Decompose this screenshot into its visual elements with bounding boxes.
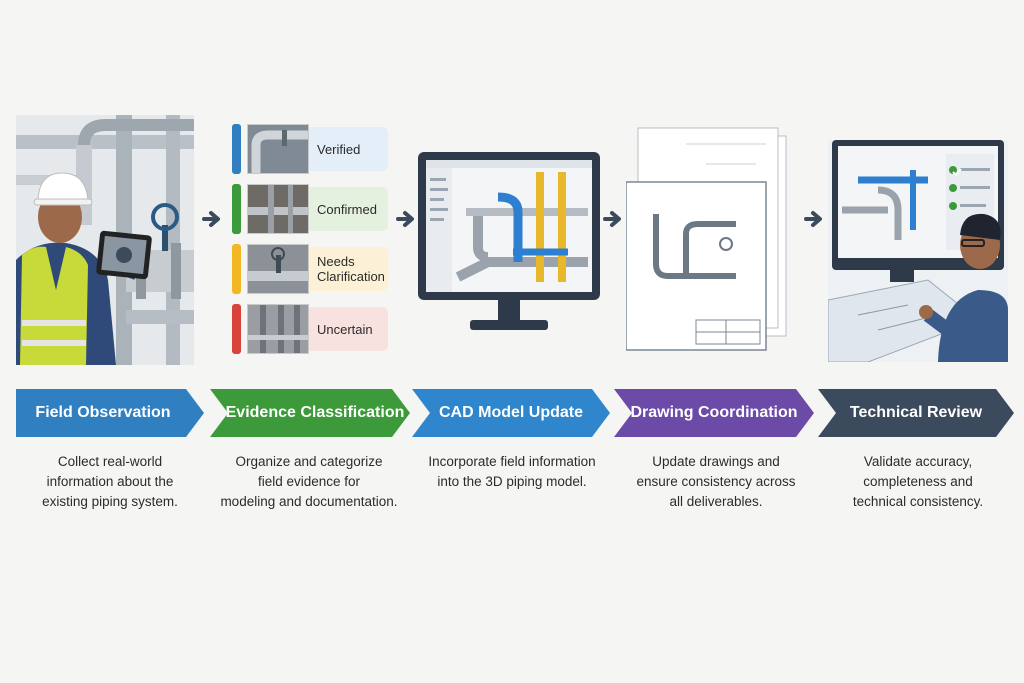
step-description: Incorporate field information into the 3…: [428, 454, 596, 489]
step-title: CAD Model Update: [439, 404, 583, 421]
evidence-label: Uncertain: [309, 307, 388, 351]
evidence-item-uncertain: Uncertain: [232, 304, 388, 354]
evidence-item-needs-clarification: Needs Clarification: [232, 244, 388, 294]
step-evidence-classification: Evidence Classification: [210, 389, 410, 437]
evidence-photo-thumbnail: [247, 304, 309, 354]
evidence-photo-thumbnail: [247, 184, 309, 234]
field-observation-illustration: [16, 115, 194, 365]
evidence-photo-thumbnail: [247, 124, 309, 174]
evidence-label: Verified: [309, 127, 388, 171]
evidence-item-verified: Verified: [232, 124, 388, 174]
step-description: Organize and categorize field evidence f…: [220, 454, 398, 509]
arrow-right-icon: [202, 211, 220, 227]
step-cad-model-update: CAD Model Update: [412, 389, 610, 437]
evidence-label: Needs Clarification: [309, 247, 388, 291]
step-title: Technical Review: [849, 404, 983, 421]
arrow-right-icon: [804, 211, 822, 227]
step-title: Evidence Classification: [225, 404, 405, 421]
status-bar: [232, 304, 241, 354]
evidence-item-confirmed: Confirmed: [232, 184, 388, 234]
arrow-right-icon: [603, 211, 621, 227]
status-bar: [232, 124, 241, 174]
step-title: Drawing Coordination: [630, 404, 798, 421]
status-bar: [232, 244, 241, 294]
step-drawing-coordination: Drawing Coordination: [614, 389, 814, 437]
check-icon: [952, 168, 962, 177]
drawing-sheets-illustration: [626, 124, 794, 356]
step-description: Collect real-world information about the…: [42, 454, 178, 509]
evidence-photo-thumbnail: [247, 244, 309, 294]
step-title: Field Observation: [35, 404, 171, 421]
step-description: Validate accuracy, completeness and tech…: [852, 454, 984, 509]
step-description: Update drawings and ensure consistency a…: [636, 454, 796, 509]
evidence-label: Confirmed: [309, 187, 388, 231]
step-technical-review: Technical Review: [818, 389, 1014, 437]
status-bar: [232, 184, 241, 234]
technical-review-illustration: [828, 140, 1008, 362]
arrow-right-icon: [396, 211, 414, 227]
step-field-observation: Field Observation: [16, 389, 204, 437]
cad-monitor-illustration: [418, 152, 600, 342]
